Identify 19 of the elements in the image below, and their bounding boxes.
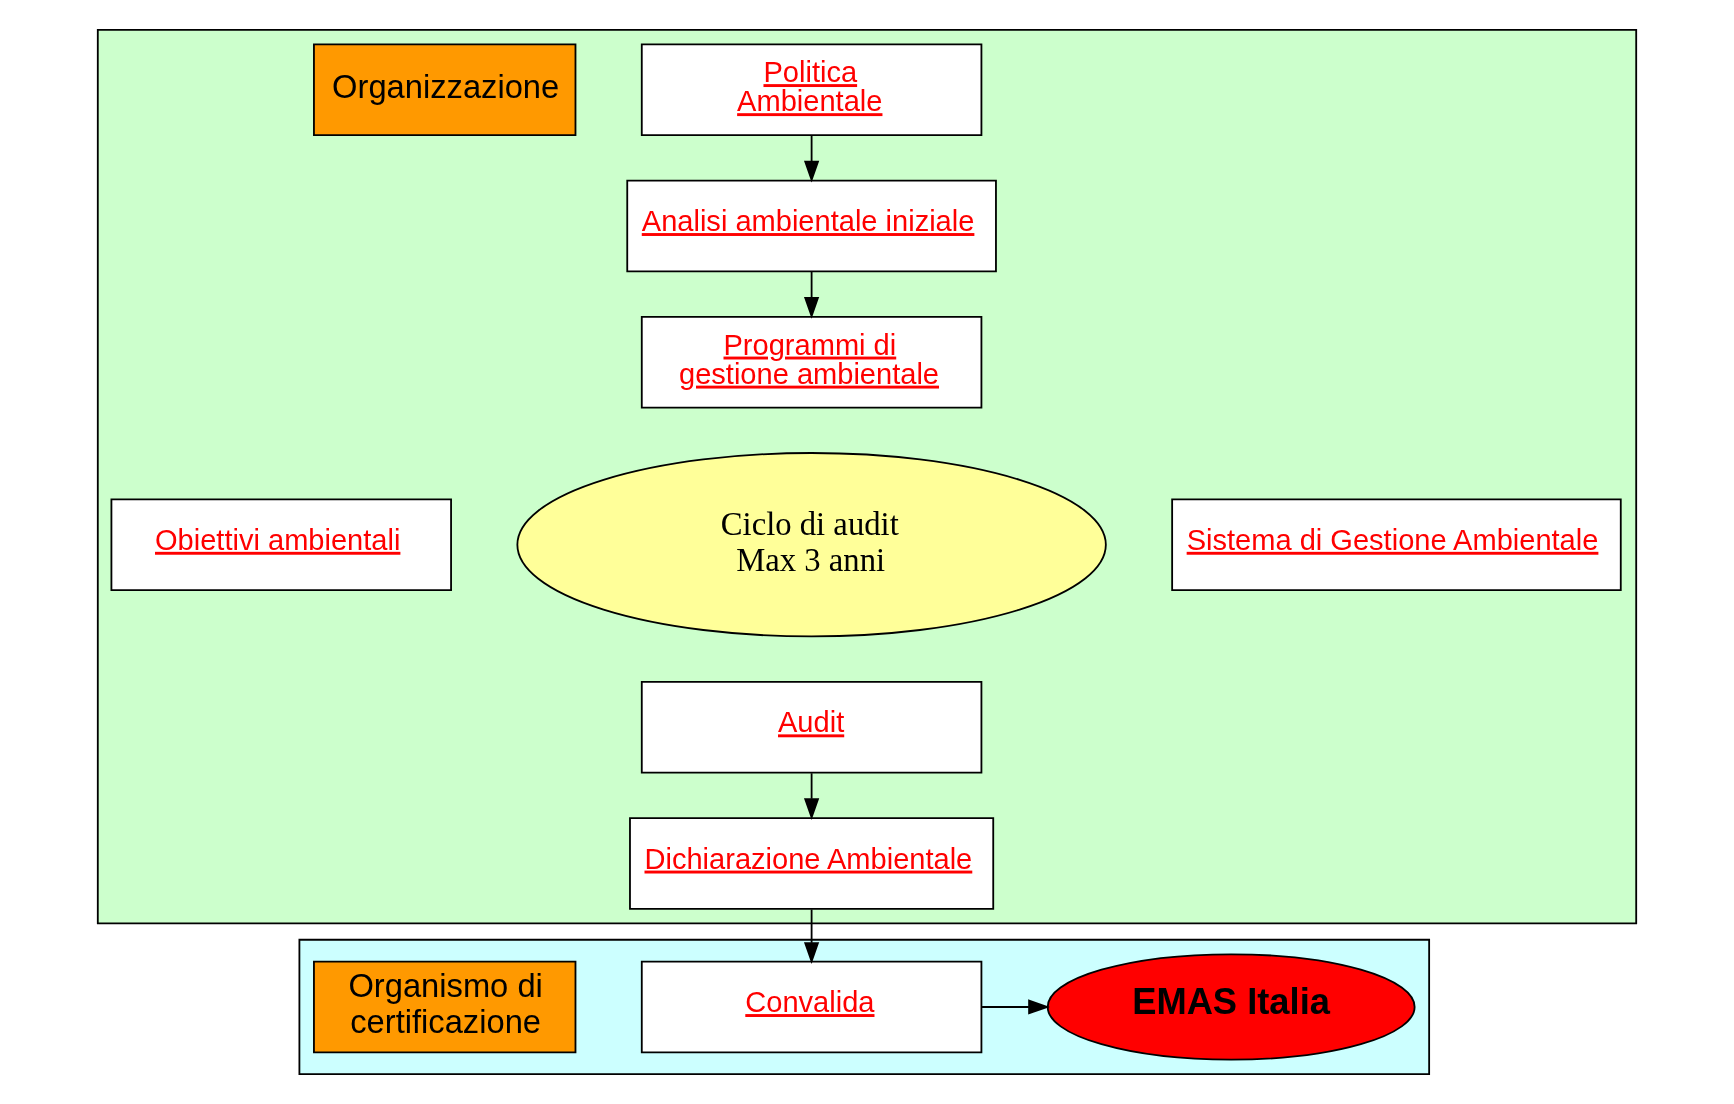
cluster bbox=[96, 28, 1638, 925]
node-ellipse: Ciclo di audit Max 3 anni bbox=[516, 452, 1107, 638]
cluster bbox=[298, 938, 1431, 1076]
arrow bbox=[803, 772, 820, 821]
node-box: Organizzazione bbox=[313, 43, 577, 137]
arrow bbox=[981, 999, 1050, 1015]
node-ellipse: EMAS Italia bbox=[1046, 953, 1416, 1061]
node-box: Dichiarazione Ambientale bbox=[629, 817, 995, 910]
node-box: Analisi ambientale iniziale bbox=[626, 179, 997, 273]
node-box: Convalida bbox=[640, 960, 983, 1054]
node-box: Programmi di gestione ambientale bbox=[640, 315, 983, 409]
node-box: Politica Ambientale bbox=[640, 43, 983, 137]
node-box: Sistema di Gestione Ambientale bbox=[1171, 498, 1622, 592]
arrow bbox=[803, 271, 820, 319]
node-box: Organismo di certificazione bbox=[313, 960, 577, 1054]
node-box: Audit bbox=[640, 680, 983, 774]
arrow bbox=[803, 908, 820, 964]
node-box: Obiettivi ambientali bbox=[110, 498, 452, 592]
arrow bbox=[803, 134, 820, 183]
